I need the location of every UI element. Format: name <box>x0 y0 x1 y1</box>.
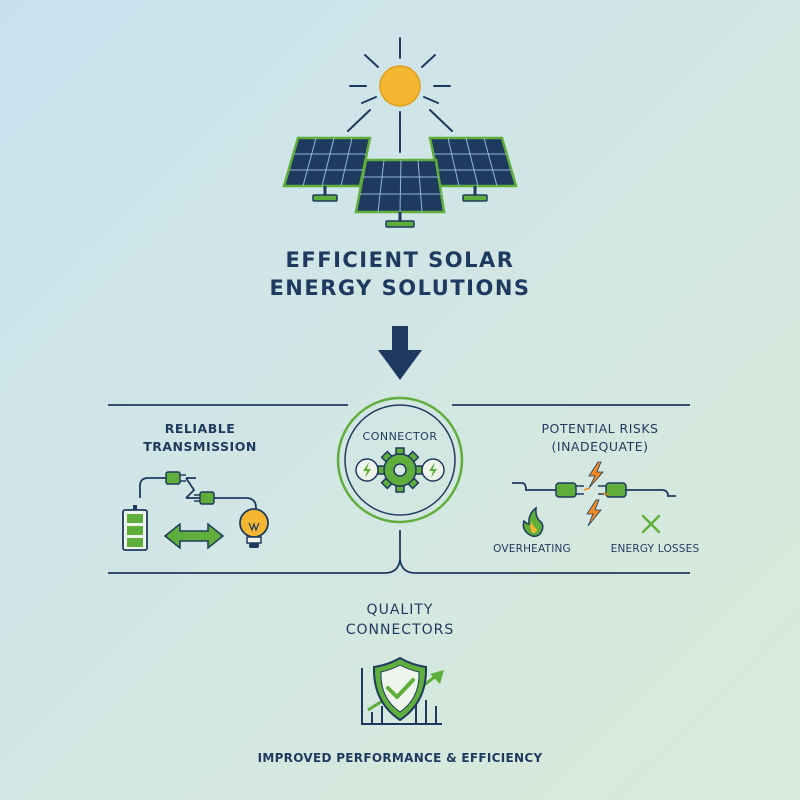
solar-panel-icon <box>428 136 518 202</box>
potential-risks-title: POTENTIAL RISKS (INADEQUATE) <box>500 420 700 456</box>
solar-panel-icon <box>282 136 372 202</box>
overheating-label: OVERHEATING <box>493 543 571 555</box>
reliable-transmission-title: RELIABLE TRANSMISSION <box>120 420 280 456</box>
connector-hub <box>336 396 464 524</box>
connector-label: CONNECTOR <box>362 430 438 443</box>
main-title-line2: ENERGY SOLUTIONS <box>269 276 531 300</box>
quality-connectors-line1: QUALITY <box>366 602 434 618</box>
bracket-lines <box>108 404 690 574</box>
x-mark-icon <box>641 514 661 534</box>
plug-icon <box>165 471 215 505</box>
reliable-transmission-line2: TRANSMISSION <box>143 439 257 454</box>
sun-icon <box>347 37 453 153</box>
gear-icon <box>377 447 423 493</box>
energy-losses-label: ENERGY LOSSES <box>610 543 700 555</box>
quality-connectors-title: QUALITY CONNECTORS <box>300 600 500 640</box>
quality-connectors-line2: CONNECTORS <box>345 622 455 638</box>
cable-icon <box>139 477 257 512</box>
potential-risks-line2: (INADEQUATE) <box>551 439 649 454</box>
flame-icon <box>522 506 544 537</box>
cable-icon <box>512 482 676 497</box>
performance-caption: IMPROVED PERFORMANCE & EFFICIENCY <box>257 751 543 765</box>
double-arrow-icon <box>163 522 225 550</box>
battery-icon <box>122 505 148 551</box>
light-bulb-icon <box>239 508 269 548</box>
lightning-icon <box>355 458 379 482</box>
lightning-icon <box>583 461 610 527</box>
shield-check-icon <box>372 656 428 722</box>
down-arrow-icon <box>378 326 422 380</box>
solar-panel-icon <box>354 158 446 228</box>
plug-icon <box>555 482 627 498</box>
lightning-icon <box>421 458 445 482</box>
reliable-transmission-line1: RELIABLE <box>164 421 236 436</box>
main-title-line1: EFFICIENT SOLAR <box>285 248 515 272</box>
potential-risks-line1: POTENTIAL RISKS <box>541 421 659 436</box>
